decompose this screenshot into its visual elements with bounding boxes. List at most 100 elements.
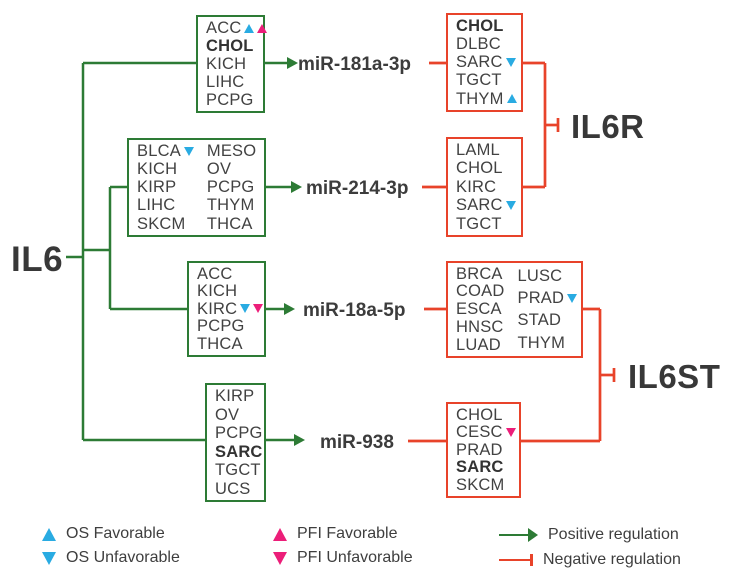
- cancer-code: THYM: [456, 89, 504, 108]
- cancer-code: SARC: [456, 458, 504, 477]
- os-favorable-icon: [42, 527, 56, 541]
- os-unfavorable-icon: [505, 57, 516, 67]
- cancer-code-row: THYM: [517, 335, 577, 352]
- arrowhead-mir214: [291, 181, 302, 193]
- cancer-code-row: LUSC: [517, 268, 577, 285]
- legend-pfi-unfavorable: PFI Unfavorable: [273, 550, 413, 566]
- positive-regulation-arrowheads: [284, 57, 305, 446]
- cancer-code: KICH: [206, 54, 247, 73]
- cancer-code-row: COAD: [456, 283, 504, 300]
- cancer-code: CESC: [456, 423, 503, 442]
- cancer-code-row: KIRC: [456, 179, 516, 196]
- cancer-code-row: SARC: [456, 459, 516, 476]
- cancer-code-row: OV: [207, 161, 256, 178]
- cancer-code-row: KIRP: [215, 388, 263, 405]
- positive-regulation-wires: [66, 61, 294, 442]
- legend-negative-regulation: Negative regulation: [499, 552, 681, 568]
- cancer-code: ACC: [206, 18, 242, 37]
- mirna-label-mir-18a-5p: miR-18a-5p: [303, 300, 406, 321]
- pfi-unfavorable-icon: [253, 304, 264, 314]
- cancer-code-row: CESC: [456, 424, 516, 441]
- gene-node-il6: IL6: [11, 240, 64, 279]
- cancer-code-row: BLCA: [137, 143, 194, 160]
- os-favorable-icon: [244, 23, 255, 33]
- cancer-code-row: SKCM: [456, 477, 516, 494]
- cancer-code-row: PCPG: [206, 92, 267, 109]
- cancer-code: LUSC: [517, 266, 563, 285]
- cancer-code-row: LIHC: [206, 74, 267, 91]
- cancer-code: OV: [206, 160, 232, 179]
- cancer-code: TGCT: [456, 214, 502, 233]
- cancer-code-row: PCPG: [207, 179, 256, 196]
- cancer-code-row: TGCT: [456, 214, 516, 233]
- os-favorable-icon: [506, 94, 517, 104]
- cancer-code-row: SARC: [215, 443, 263, 461]
- cancer-code: TGCT: [215, 461, 261, 479]
- cancer-code: CHOL: [206, 36, 254, 55]
- cancer-code: PRAD: [517, 289, 565, 308]
- cancer-code-row: MESO: [207, 143, 256, 160]
- cancer-code: KICH: [137, 160, 178, 179]
- cancer-code: BRCA: [456, 264, 503, 283]
- positive-regulation-icon: [499, 528, 538, 542]
- cancer-code: CHOL: [456, 16, 504, 35]
- cancer-code-row: LAML: [456, 142, 516, 159]
- cancer-code: STAD: [517, 311, 562, 330]
- cancer-code: THYM: [206, 196, 255, 215]
- cancer-code: LIHC: [206, 72, 245, 91]
- cancer-code: SARC: [456, 53, 503, 72]
- mirna-label-mir-214-3p: miR-214-3p: [306, 178, 409, 199]
- cancer-code-row: PRAD: [517, 289, 578, 308]
- os-unfavorable-icon: [183, 146, 194, 156]
- cancer-code-row: PCPG: [215, 425, 263, 442]
- cancer-code-row: CHOL: [456, 407, 516, 424]
- mirna-label-mir-938: miR-938: [320, 432, 394, 453]
- cancer-code: THCA: [206, 214, 253, 233]
- os-unfavorable-icon: [42, 551, 56, 565]
- cancer-code-row: BRCA: [456, 266, 504, 283]
- cancer-code-row: KICH: [197, 283, 263, 300]
- cancer-code-row: DLBC: [456, 36, 517, 53]
- pfi-unfavorable-icon: [505, 427, 516, 437]
- legend-os-favorable: OS Favorable: [42, 526, 165, 542]
- cancer-code: PCPG: [197, 317, 245, 336]
- pfi-favorable-icon: [273, 527, 287, 541]
- cancer-code: MESO: [206, 141, 257, 160]
- cancer-code: LUAD: [456, 335, 501, 354]
- arrowhead-mir938: [294, 434, 305, 446]
- cancer-code-row: CHOL: [456, 18, 517, 35]
- cancer-code-row: THYM: [207, 197, 256, 214]
- cancer-code-row: SARC: [456, 197, 516, 214]
- cancer-code: COAD: [456, 282, 505, 301]
- cancer-code: ACC: [197, 264, 233, 283]
- cancer-code-row: THYM: [456, 91, 517, 108]
- gene-node-il6st: IL6ST: [628, 358, 721, 395]
- cancer-code-row: THCA: [197, 336, 263, 353]
- cancer-code-row: TGCT: [215, 462, 263, 479]
- cancer-code: DLBC: [456, 35, 501, 54]
- cancer-code: BLCA: [137, 141, 181, 160]
- os-unfavorable-icon: [505, 200, 516, 210]
- cancer-code-row: THCA: [207, 216, 256, 233]
- cancer-code: SKCM: [456, 475, 505, 494]
- cancer-code: SKCM: [137, 214, 186, 233]
- os-unfavorable-icon: [240, 304, 251, 314]
- negative-regulation-icon: [499, 553, 533, 567]
- pfi-favorable-icon: [257, 23, 268, 33]
- cancer-code-row: ACC: [197, 266, 263, 283]
- cancer-code-row: CHOL: [206, 38, 267, 55]
